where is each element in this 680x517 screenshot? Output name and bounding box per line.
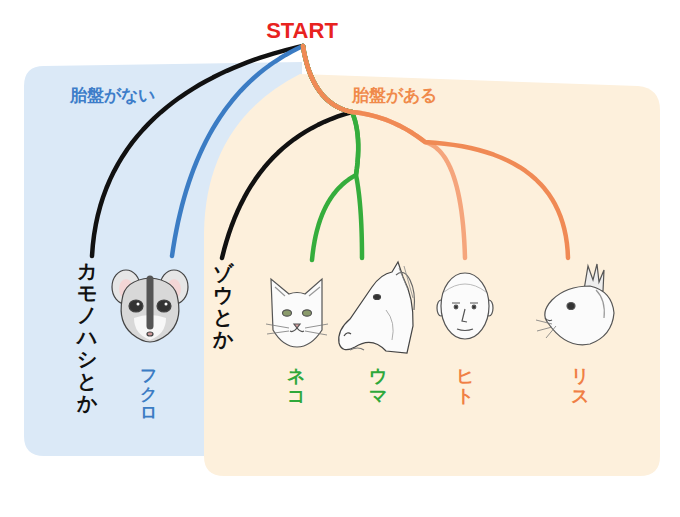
leaf-label: フクロ (140, 366, 157, 422)
horse-head (339, 262, 415, 353)
cat-head (266, 279, 328, 347)
region-label: 胎盤がある (352, 84, 437, 107)
platypus-leaf: カモノハシとか (76, 256, 98, 414)
tree-branch (303, 46, 465, 258)
leaf-label: カモノハシとか (77, 260, 97, 414)
elephant-leaf: ゾウとか (211, 258, 235, 350)
tree-branch (172, 46, 303, 256)
leaf-label: ウマ (369, 366, 387, 406)
leaf-label: リス (571, 366, 589, 406)
tree-branch (92, 46, 303, 256)
leaf-label: ゾウとか (213, 262, 233, 350)
tree-branch (303, 46, 568, 258)
start-label: START (250, 18, 354, 44)
tree-branch (222, 46, 352, 258)
region-shape (204, 74, 660, 476)
leaf-label: ヒト (456, 366, 474, 406)
squirrel-head (536, 264, 614, 345)
human-face (437, 273, 493, 339)
leaf-label: ネコ (287, 366, 305, 406)
start-text: START (250, 18, 354, 44)
region-label: 胎盤がない (70, 84, 155, 107)
sugar-glider-head (112, 270, 188, 342)
